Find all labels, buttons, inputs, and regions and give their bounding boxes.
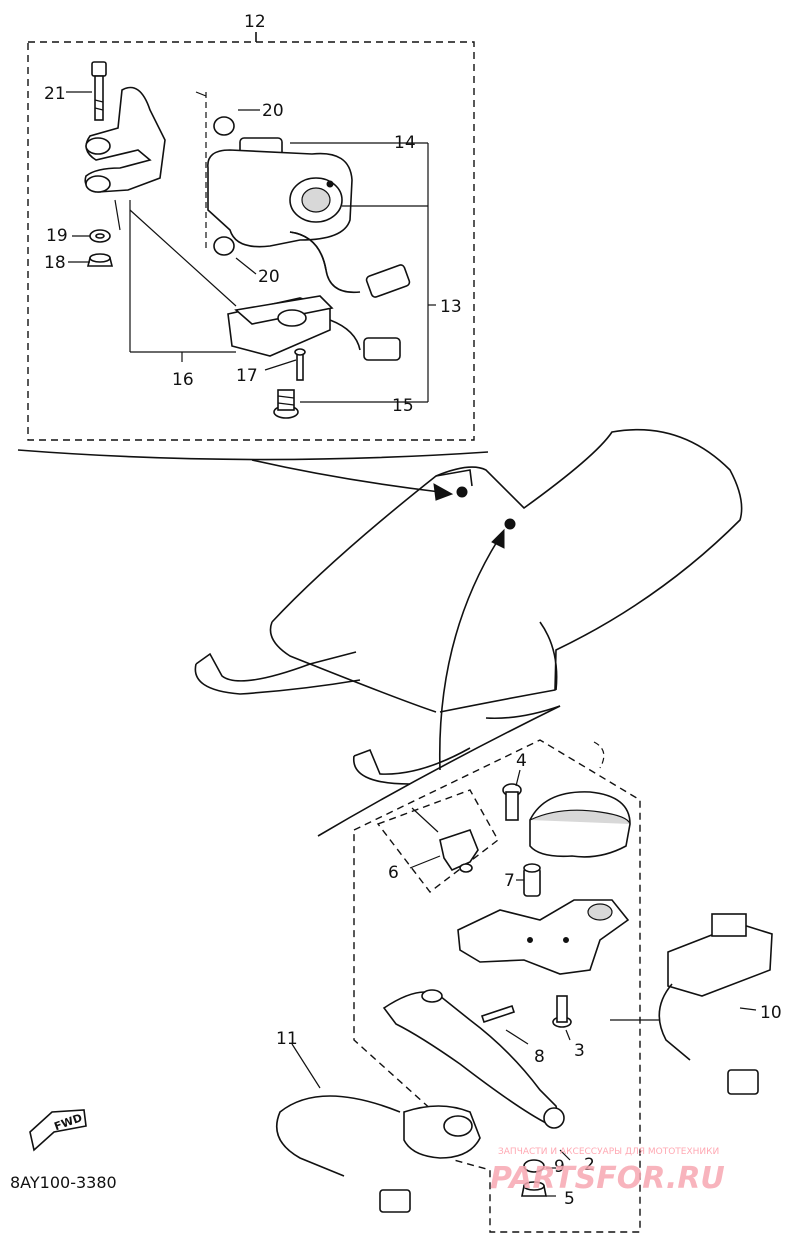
long-bolt-part <box>91 61 107 121</box>
callout-11: 11 <box>276 1029 298 1049</box>
lever-holder-part <box>457 899 630 975</box>
watermark-tagline: ЗАПЧАСТИ И АКСЕССУАРЫ ДЛЯ МОТОТЕХНИКИ <box>498 1147 719 1157</box>
grip-cover-part <box>529 791 631 858</box>
mounting-bracket-part <box>84 86 166 231</box>
callout-3: 3 <box>574 1041 585 1061</box>
callout-9: 9 <box>554 1157 565 1177</box>
callout-5: 5 <box>564 1189 575 1209</box>
relay-connector-part <box>325 264 411 298</box>
callout-19: 19 <box>46 226 68 246</box>
relay-10-part <box>658 913 773 1095</box>
callout-15: 15 <box>392 396 414 416</box>
callout-2: 2 <box>584 1155 595 1175</box>
callout-labels: 12 21 20 14 19 18 20 13 16 17 15 4 6 7 1… <box>44 12 782 1209</box>
washer-part <box>89 229 111 243</box>
bracket-6-part <box>411 807 479 873</box>
forward-direction-indicator: FWD <box>29 1109 87 1152</box>
holder-tray-part <box>227 295 401 361</box>
throttle-switch-part <box>275 1095 481 1213</box>
watermark-logo: PARTSFOR.RU <box>490 1161 725 1196</box>
callout-12: 12 <box>244 12 266 32</box>
relay-unit-part <box>207 137 353 271</box>
callout-7: 7 <box>504 871 515 891</box>
snowmobile-body <box>194 428 743 785</box>
callout-20-bottom: 20 <box>258 267 280 287</box>
screw-8-part <box>480 1004 516 1024</box>
callout-6: 6 <box>388 863 399 883</box>
brake-lever-part <box>382 989 565 1129</box>
watermark: ЗАПЧАСТИ И АКСЕССУАРЫ ДЛЯ МОТОТЕХНИКИ PA… <box>490 1147 725 1196</box>
callout-13: 13 <box>440 297 462 317</box>
screw-part <box>294 348 306 381</box>
nut-part <box>86 253 114 267</box>
inset-assembly-box <box>17 32 489 461</box>
leader-lines-top <box>66 91 436 403</box>
callout-4: 4 <box>516 751 527 771</box>
callout-16: 16 <box>172 370 194 390</box>
washer-nut-9-5-part <box>521 1159 547 1197</box>
bolt-3-part <box>552 995 572 1028</box>
callout-8: 8 <box>534 1047 545 1067</box>
callout-20-top: 20 <box>262 101 284 121</box>
callout-14: 14 <box>394 133 416 153</box>
bolt-4-part <box>502 783 522 821</box>
lower-assembly-frames <box>353 739 641 1233</box>
figure-code: 8AY100-3380 <box>10 1173 117 1192</box>
callout-10: 10 <box>760 1003 782 1023</box>
leader-lines-lower <box>291 769 757 1197</box>
callout-17: 17 <box>236 366 258 386</box>
pin-7-part <box>523 863 541 897</box>
rubber-mount-part <box>195 91 235 256</box>
flange-bolt-part <box>273 389 299 419</box>
reference-arrows <box>251 459 561 837</box>
callout-21: 21 <box>44 84 66 104</box>
callout-18: 18 <box>44 253 66 273</box>
